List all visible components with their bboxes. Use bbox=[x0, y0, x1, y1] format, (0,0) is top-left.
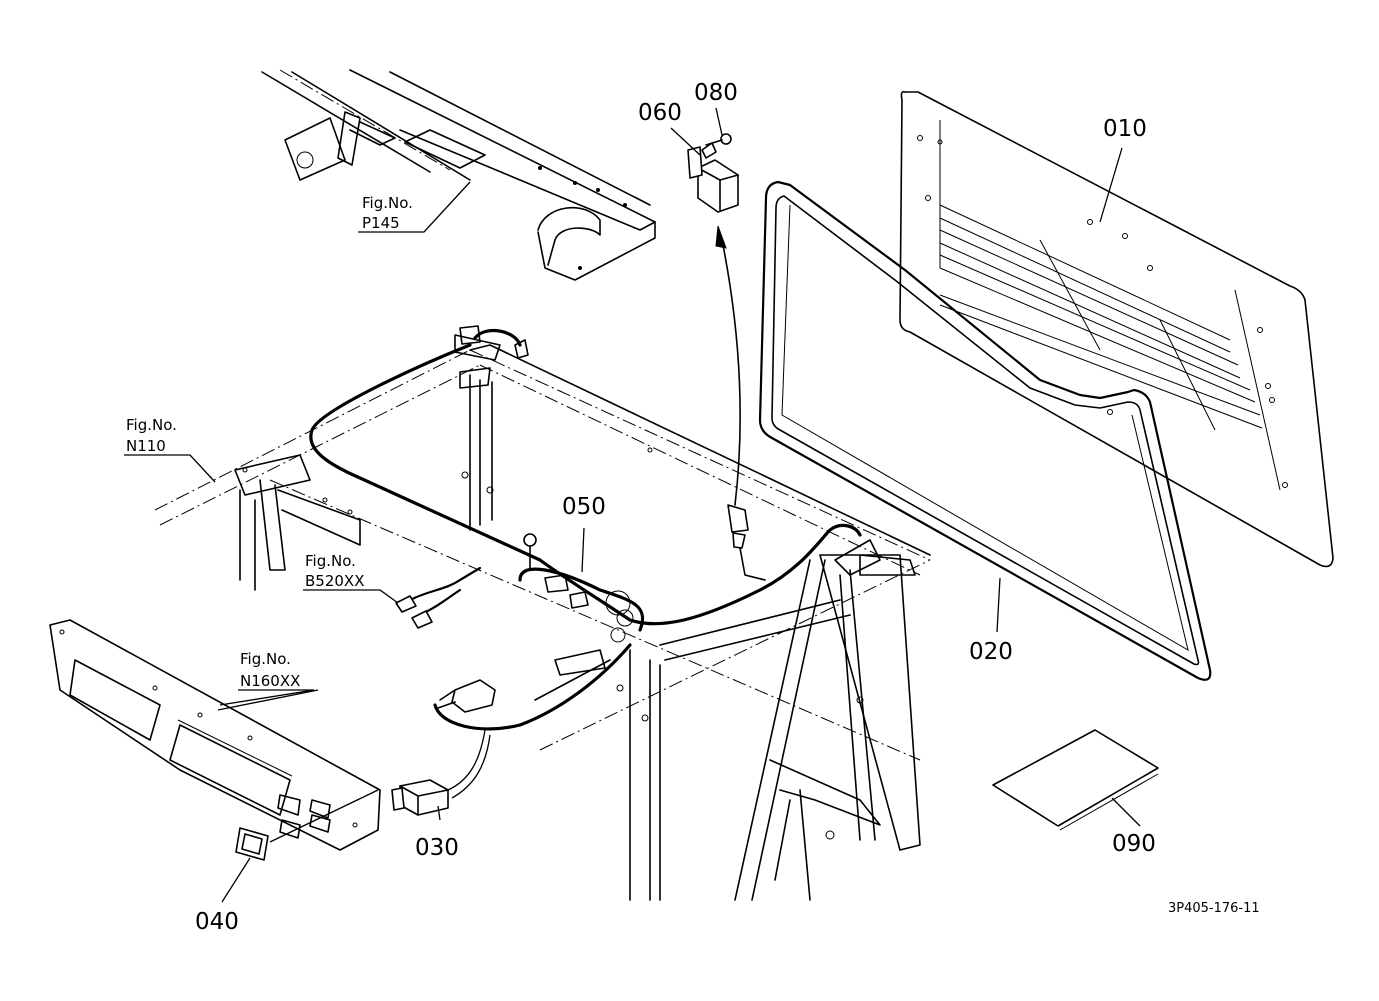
fig-ref-b520-prefix: Fig.No. bbox=[305, 552, 356, 570]
fig-ref-n110-prefix: Fig.No. bbox=[126, 416, 177, 434]
fig-ref-p145-number: P145 bbox=[362, 214, 400, 232]
label-020: 020 bbox=[969, 639, 1013, 665]
connector-block bbox=[437, 679, 496, 713]
label-030: 030 bbox=[415, 835, 459, 861]
rocker-switch bbox=[391, 729, 491, 816]
sub-harness bbox=[395, 566, 482, 629]
label-060: 060 bbox=[638, 100, 682, 126]
assembly-arrow bbox=[715, 225, 741, 506]
switch-bezel bbox=[235, 827, 269, 861]
glass-panel bbox=[899, 90, 1334, 568]
figure-references: Fig.No. P145 Fig.No. N110 Fig.No. B520XX… bbox=[126, 194, 413, 690]
fig-ref-n160-prefix: Fig.No. bbox=[240, 650, 291, 668]
wire-harness bbox=[309, 325, 862, 731]
front-panel bbox=[49, 619, 381, 851]
fig-ref-b520-number: B520XX bbox=[305, 572, 364, 590]
fig-ref-n160-number: N160XX bbox=[240, 672, 300, 690]
leader-lines bbox=[124, 107, 1141, 903]
drawing-code: 3P405-176-11 bbox=[1168, 901, 1260, 916]
label-050: 050 bbox=[562, 494, 606, 520]
weatherstrip-seal bbox=[758, 180, 1212, 681]
roof-rail-assembly bbox=[261, 69, 656, 281]
label-040: 040 bbox=[195, 909, 239, 935]
fig-ref-p145-prefix: Fig.No. bbox=[362, 194, 413, 212]
part-labels: 010 020 030 040 050 060 080 090 bbox=[195, 80, 1156, 935]
fig-ref-n110-number: N110 bbox=[126, 437, 166, 455]
label-010: 010 bbox=[1103, 116, 1147, 142]
door-switch bbox=[687, 133, 739, 213]
label-080: 080 bbox=[694, 80, 738, 106]
instruction-sheet bbox=[992, 729, 1159, 831]
label-090: 090 bbox=[1112, 831, 1156, 857]
